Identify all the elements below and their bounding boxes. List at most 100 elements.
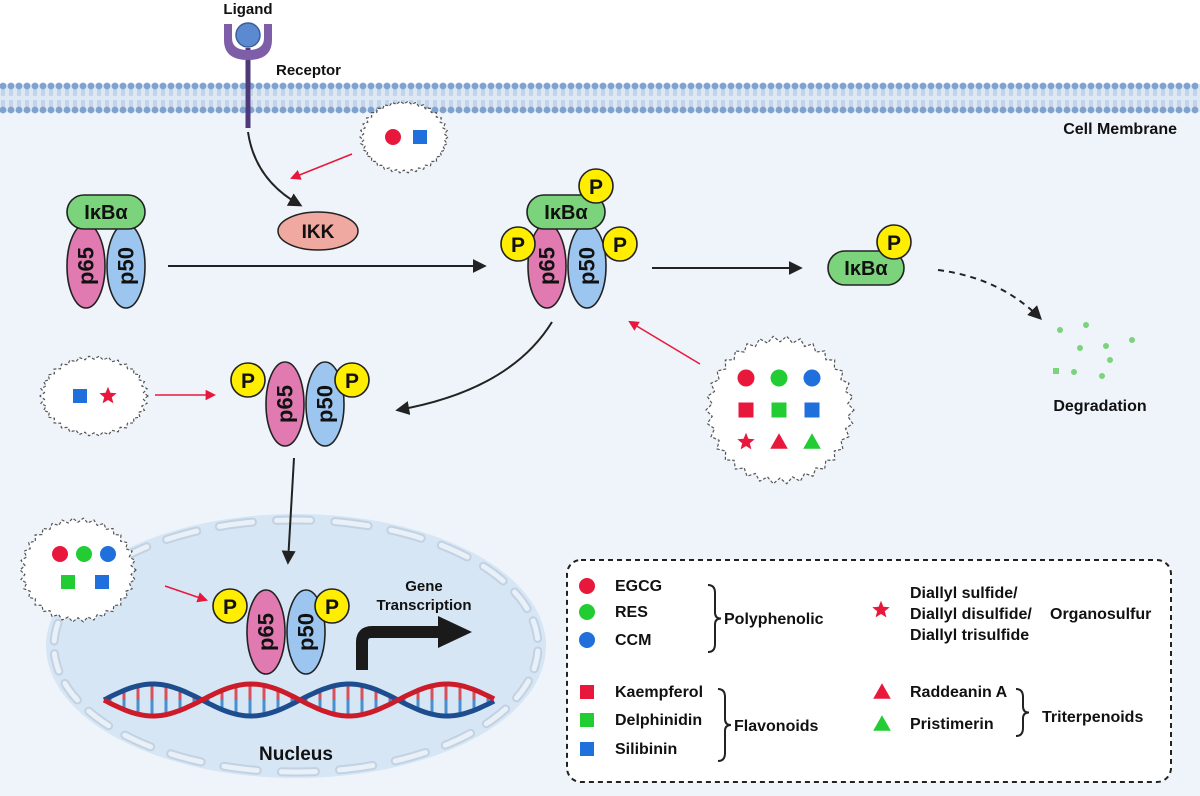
legend-item: Raddeanin A bbox=[910, 684, 1008, 701]
legend-item: Diallyl disulfide/ bbox=[910, 606, 1032, 623]
legend-item: Silibinin bbox=[615, 741, 677, 758]
diallyl-sulfide-legend-icon bbox=[872, 600, 890, 618]
receptor-to-ikk-arrow bbox=[247, 131, 303, 207]
inhibit-nuclear-arrow bbox=[164, 585, 208, 603]
legend-group-organosulfur: Organosulfur bbox=[1050, 606, 1151, 623]
p65-subunit-label: p65 bbox=[74, 247, 99, 285]
svg-text:P: P bbox=[325, 596, 339, 619]
translocation-arrow bbox=[281, 457, 296, 565]
inhibitor-cloud-dimer bbox=[39, 355, 149, 437]
delphinidin-icon bbox=[771, 402, 787, 418]
p50-subunit: p50 bbox=[106, 223, 146, 309]
egcg-icon bbox=[737, 369, 755, 387]
inhibitor-cloud-complex bbox=[705, 335, 855, 485]
ikba-label: IκBα bbox=[544, 202, 588, 224]
ccm-legend-icon bbox=[579, 632, 595, 648]
p65-subunit: p65 bbox=[527, 223, 567, 309]
cell-membrane bbox=[0, 82, 1200, 114]
gene-label: Gene bbox=[405, 578, 443, 595]
p50-subunit-label: p50 bbox=[575, 247, 600, 285]
silibinin-icon bbox=[73, 389, 87, 403]
raddeanin-a-legend-icon bbox=[873, 683, 891, 699]
legend-item: EGCG bbox=[615, 578, 662, 595]
dimer-release-arrow bbox=[395, 321, 553, 415]
kaempferol-legend-icon bbox=[580, 685, 594, 699]
silibinin-icon bbox=[95, 575, 109, 589]
ligand-icon bbox=[235, 22, 261, 48]
ccm-icon bbox=[803, 369, 821, 387]
ikba-p65-p50-complex: p65 p50 IκBα bbox=[66, 194, 146, 309]
inhibit-ikk-arrow bbox=[290, 153, 353, 180]
ikba: IκBα bbox=[66, 194, 146, 230]
egcg-icon bbox=[52, 546, 68, 562]
delphinidin-icon bbox=[61, 575, 75, 589]
dna-double-helix bbox=[102, 681, 496, 719]
legend-item: Delphinidin bbox=[615, 712, 702, 729]
legend-group-polyphenolic: Polyphenolic bbox=[724, 611, 824, 628]
transcription-label: Transcription bbox=[376, 597, 471, 614]
p65-subunit-label: p65 bbox=[254, 613, 279, 651]
ikba-label: IκBα bbox=[844, 258, 888, 280]
nucleus-label: Nucleus bbox=[259, 744, 333, 765]
receptor bbox=[224, 24, 272, 128]
egcg-icon bbox=[385, 129, 401, 145]
p50-subunit-label: p50 bbox=[114, 247, 139, 285]
p65-subunit-label: p65 bbox=[273, 385, 298, 423]
svg-text:P: P bbox=[887, 232, 901, 255]
p65-subunit: p65 bbox=[265, 361, 305, 447]
phosphate-icon: P bbox=[314, 588, 350, 624]
phosphorylated-ikba: IκBα P bbox=[827, 224, 912, 286]
ikba: IκBα bbox=[526, 194, 606, 230]
phosphate-icon: P bbox=[602, 226, 638, 262]
ccm-icon bbox=[100, 546, 116, 562]
transcription-arrowhead bbox=[438, 616, 472, 648]
phosphate-icon: P bbox=[230, 362, 266, 398]
svg-text:P: P bbox=[345, 370, 359, 393]
nuclear-p65-p50-dimer: p65 p50 P P bbox=[212, 588, 350, 675]
diallyl-sulfide-icon bbox=[737, 432, 755, 450]
silibinin-legend-icon bbox=[580, 742, 594, 756]
degradation-arrow bbox=[937, 269, 1042, 320]
svg-text:P: P bbox=[223, 596, 237, 619]
silibinin-icon bbox=[804, 402, 820, 418]
legend: EGCG RES CCM PolyphenolicKaempferolDelphini… bbox=[579, 578, 1151, 762]
p65-subunit: p65 bbox=[246, 589, 286, 675]
raddeanin-a-icon bbox=[770, 433, 788, 449]
legend-item: CCM bbox=[615, 632, 651, 649]
phosphate-icon: P bbox=[500, 226, 536, 262]
legend-item: Diallyl sulfide/ bbox=[910, 585, 1018, 602]
ikk-label: IKK bbox=[302, 222, 335, 243]
phosphate-icon: P bbox=[212, 588, 248, 624]
phospho-p65-p50-dimer: p65 p50 P P bbox=[230, 361, 370, 447]
legend-item: Kaempferol bbox=[615, 684, 703, 701]
inhibit-complex-arrow bbox=[628, 320, 701, 365]
phosphate-icon: P bbox=[876, 224, 912, 260]
inhibitor-cloud-ikk bbox=[359, 100, 449, 174]
p50-subunit-label: p50 bbox=[294, 613, 319, 651]
res-icon bbox=[770, 369, 788, 387]
inhibitor-cloud-nucleus bbox=[19, 517, 137, 623]
phosphate-icon: P bbox=[578, 168, 614, 204]
phosphate-icon: P bbox=[334, 362, 370, 398]
res-icon bbox=[76, 546, 92, 562]
degradation-fragments bbox=[1053, 322, 1135, 379]
ikba-label: IκBα bbox=[84, 202, 128, 224]
p65-subunit-label: p65 bbox=[535, 247, 560, 285]
transcription-arrow bbox=[356, 626, 440, 670]
ikk: IKK bbox=[277, 211, 359, 251]
p50-subunit: p50 bbox=[567, 223, 607, 309]
nuclear-envelope bbox=[49, 515, 543, 777]
silibinin-icon bbox=[413, 130, 427, 144]
diallyl-sulfide-icon bbox=[99, 386, 117, 404]
legend-item: RES bbox=[615, 604, 648, 621]
receptor-label: Receptor bbox=[276, 62, 341, 79]
p50-subunit-label: p50 bbox=[313, 385, 338, 423]
degradation-label: Degradation bbox=[1053, 398, 1146, 415]
svg-text:P: P bbox=[241, 370, 255, 393]
egcg-legend-icon bbox=[579, 578, 595, 594]
legend-group-flavonoids: Flavonoids bbox=[734, 718, 819, 735]
kaempferol-icon bbox=[738, 402, 754, 418]
